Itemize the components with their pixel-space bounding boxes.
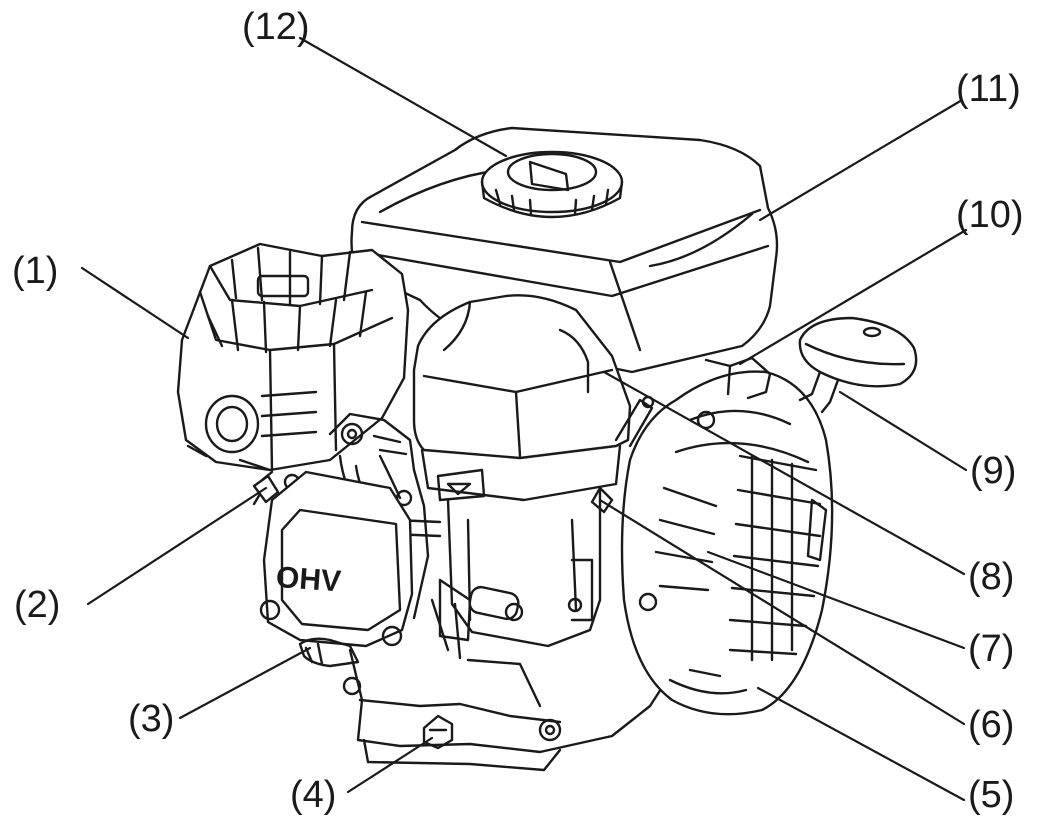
fuel-tank (350, 126, 779, 374)
crankcase-base (342, 648, 674, 772)
callout-7: (7) (968, 628, 1015, 670)
starter-grip (798, 316, 918, 414)
leader-line-9 (838, 390, 968, 472)
recoil-starter (620, 370, 834, 716)
callout-8: (8) (968, 556, 1015, 598)
carburetor (430, 488, 602, 660)
leader-line-6 (598, 498, 966, 726)
ohv-marking: OHV (275, 561, 342, 598)
leader-line-5 (756, 686, 966, 802)
oil-plug-bottom (422, 714, 454, 750)
spark-plug (252, 470, 280, 506)
leader-line-4 (346, 736, 434, 794)
callout-9: (9) (970, 450, 1017, 492)
callout-4: (4) (290, 774, 337, 816)
fuel-cap (480, 150, 624, 219)
callout-6: (6) (968, 704, 1015, 746)
leader-line-10 (738, 228, 968, 366)
callout-10: (10) (956, 194, 1024, 236)
leader-line-3 (178, 646, 312, 720)
callout-3: (3) (128, 698, 175, 740)
callout-11: (11) (956, 68, 1021, 110)
leader-line-11 (758, 98, 964, 222)
callout-5: (5) (968, 774, 1015, 816)
callout-1: (1) (12, 250, 59, 292)
callout-2: (2) (14, 584, 61, 626)
leader-line-1 (80, 266, 190, 340)
leader-line-12 (298, 36, 508, 158)
leader-line-2 (86, 486, 268, 606)
callout-12: (12) (242, 6, 310, 48)
valve-cover: OHV (259, 470, 414, 648)
leader-line-8 (602, 370, 966, 576)
air-cleaner (412, 294, 632, 502)
leader-lines (80, 36, 968, 802)
leader-line-7 (706, 550, 966, 650)
